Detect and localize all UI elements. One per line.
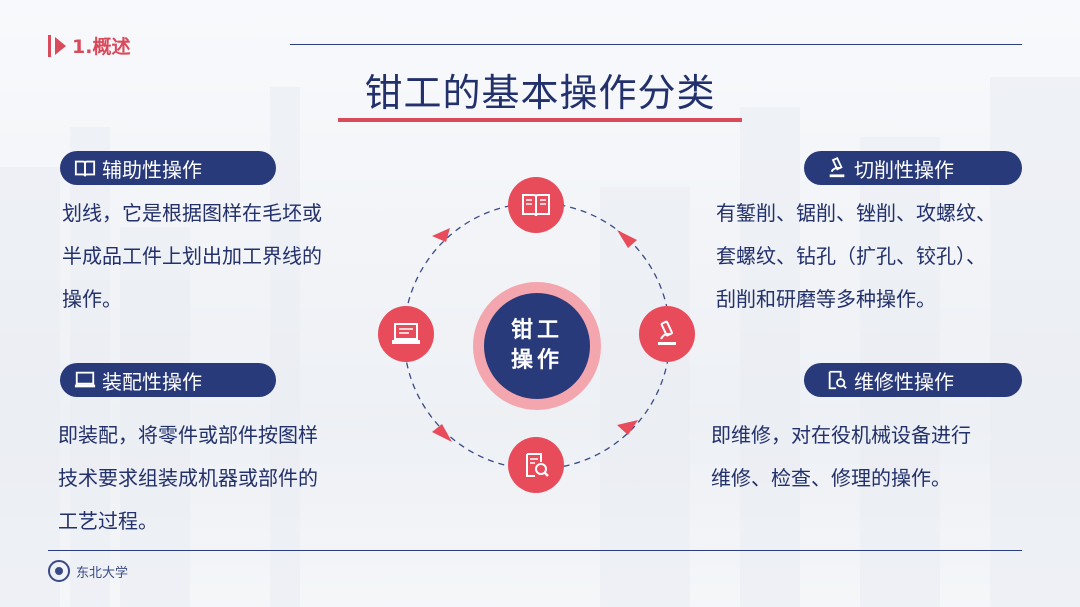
text-line: 维修、检查、修理的操作。	[711, 466, 951, 490]
center-label-line1: 钳工	[510, 318, 563, 343]
center-core: 钳工 操作	[484, 293, 590, 399]
text-line: 套螺纹、钻孔（扩孔、铰孔）、	[716, 244, 986, 268]
text-line: 技术要求组装成机器或部件的	[58, 466, 318, 490]
text-line: 划线，它是根据图样在毛坯或	[62, 201, 322, 225]
text-line: 半成品工件上划出加工界线的	[62, 244, 322, 268]
center-node: 钳工 操作	[473, 282, 601, 410]
maintenance-description: 即维修，对在役机械设备进行 维修、检查、修理的操作。	[711, 414, 971, 500]
node-book-icon	[508, 177, 564, 233]
auxiliary-label: 辅助性操作	[102, 157, 202, 182]
assembly-description: 即装配，将零件或部件按图样 技术要求组装成机器或部件的 工艺过程。	[58, 414, 318, 543]
text-line: 即维修，对在役机械设备进行	[711, 423, 971, 447]
text-line: 工艺过程。	[58, 509, 158, 533]
logo-text: 东北大学	[76, 565, 129, 581]
section-label: 1.概述	[72, 36, 131, 58]
microscope-icon	[829, 157, 845, 178]
text-line: 操作。	[62, 287, 122, 311]
cutting-pill: 切削性操作	[804, 151, 1022, 185]
play-triangle-icon	[55, 36, 66, 55]
background-building	[0, 167, 60, 607]
university-seal-icon	[48, 560, 70, 582]
page-title: 钳工的基本操作分类	[364, 71, 716, 115]
cutting-description: 有錾削、锯削、锉削、攻螺纹、 套螺纹、钻孔（扩孔、铰孔）、 刮削和研磨等多种操作…	[716, 192, 996, 321]
background-building	[120, 227, 190, 607]
cycle-arrow-icon	[432, 228, 450, 242]
auxiliary-pill: 辅助性操作	[60, 151, 276, 185]
section-tag-bar	[48, 34, 51, 57]
top-divider	[290, 44, 1022, 45]
auxiliary-description: 划线，它是根据图样在毛坯或 半成品工件上划出加工界线的 操作。	[62, 192, 322, 321]
background-building	[600, 187, 690, 607]
background-building	[740, 107, 800, 607]
cycle-arrow-icon	[432, 424, 452, 442]
section-tag: 1.概述	[48, 32, 130, 59]
assembly-label: 装配性操作	[102, 369, 202, 394]
university-logo: 东北大学	[48, 560, 128, 582]
cycle-arrow-icon	[617, 420, 638, 435]
center-label-line2: 操作	[510, 348, 563, 373]
cycle-arrow-icon	[617, 230, 637, 248]
book-icon	[522, 194, 550, 217]
text-line: 有錾削、锯削、锉削、攻螺纹、	[716, 201, 996, 225]
node-microscope-icon	[639, 306, 695, 362]
book-icon	[74, 160, 96, 177]
microscope-icon	[658, 320, 676, 345]
maintenance-label: 维修性操作	[854, 369, 954, 394]
laptop-icon	[392, 323, 420, 344]
cutting-label: 切削性操作	[854, 157, 954, 182]
text-line: 刮削和研磨等多种操作。	[716, 287, 936, 311]
bottom-divider	[48, 550, 1022, 551]
node-search-doc-icon	[508, 437, 564, 493]
assembly-pill: 装配性操作	[60, 363, 276, 397]
node-laptop-icon	[378, 306, 434, 362]
laptop-icon	[74, 371, 96, 388]
text-line: 即装配，将零件或部件按图样	[58, 423, 318, 447]
title-underline	[338, 118, 742, 122]
maintenance-pill: 维修性操作	[804, 363, 1022, 397]
search-document-icon	[526, 453, 549, 477]
search-document-icon	[828, 370, 847, 390]
